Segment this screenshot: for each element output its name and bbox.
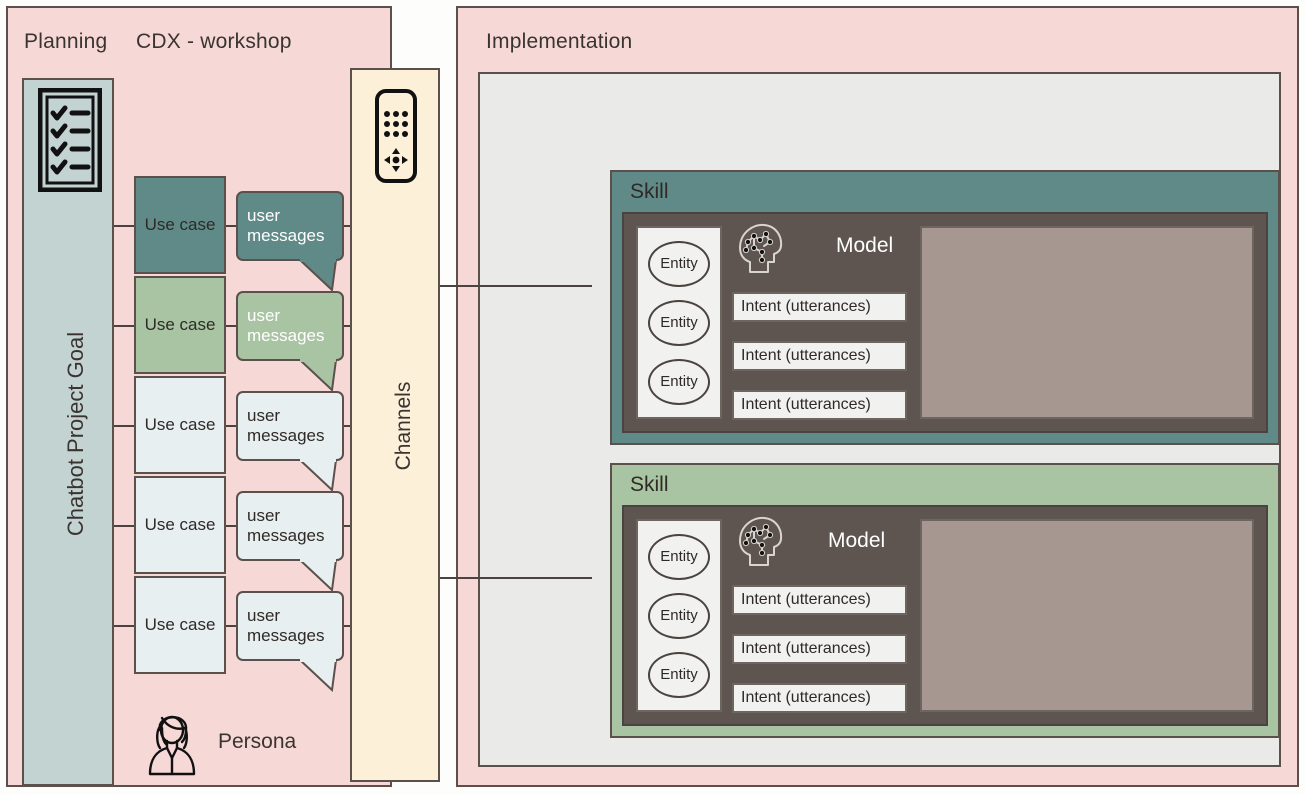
bubble-tail-2 [297, 358, 338, 393]
channels-label: Channels [392, 381, 415, 471]
ai-head-icon [732, 222, 786, 284]
dialog-flow-pane-2[interactable] [920, 519, 1254, 712]
remote-control-icon [374, 88, 418, 184]
bubble-tail-3 [297, 458, 338, 493]
entity-chip[interactable]: Entity [648, 358, 710, 405]
planning-panel: Planning CDX - workshop [6, 6, 392, 787]
use-case-label: Use case [144, 615, 216, 634]
skill-card-2[interactable]: Skill Entity Entity Entity [610, 463, 1280, 738]
intent-row[interactable]: Intent (utterances) [732, 341, 907, 371]
bubble-line-2: messages [247, 626, 325, 645]
user-messages-bubble-3[interactable]: user messages [236, 391, 344, 461]
connector-goal-usecase-4 [114, 525, 134, 527]
intent-row[interactable]: Intent (utterances) [732, 390, 907, 420]
use-case-2[interactable]: Use case [134, 276, 226, 374]
bubble-line-1: user [247, 506, 281, 526]
connector-goal-usecase-2 [114, 325, 134, 327]
chatbot-project-goal-column: Chatbot Project Goal [22, 78, 114, 786]
user-messages-bubble-5[interactable]: user messages [236, 591, 344, 661]
dialog-flow-pane-1[interactable] [920, 226, 1254, 419]
connector-goal-usecase-5 [114, 625, 134, 627]
workshop-title: CDX - workshop [136, 30, 292, 53]
goal-label: Chatbot Project Goal [63, 331, 88, 537]
skill-title: Skill [630, 473, 669, 496]
bubble-line-1: user [247, 206, 281, 226]
checklist-icon [37, 87, 103, 193]
intent-row[interactable]: Intent (utterances) [732, 292, 907, 322]
bubble-line-1: user [247, 306, 281, 326]
connector-usecase-bubble-1 [226, 225, 242, 227]
planning-title: Planning [24, 30, 108, 53]
implementation-inner-area: Skill Entity Entity Entity [478, 72, 1281, 767]
use-case-label: Use case [144, 315, 216, 334]
entity-column-1: Entity Entity Entity [636, 226, 722, 419]
model-label: Model [836, 234, 894, 257]
skill-title: Skill [630, 180, 669, 203]
channels-column[interactable]: Channels [350, 68, 440, 782]
use-case-1[interactable]: Use case [134, 176, 226, 274]
persona-icon [142, 708, 202, 780]
connector-usecase-bubble-2 [226, 325, 242, 327]
user-messages-bubble-1[interactable]: user messages [236, 191, 344, 261]
model-container-2: Entity Entity Entity [622, 505, 1268, 726]
use-case-label: Use case [144, 215, 216, 234]
connector-usecase-bubble-5 [226, 625, 242, 627]
bubble-line-2: messages [247, 426, 325, 445]
entity-chip[interactable]: Entity [648, 299, 710, 346]
use-case-label: Use case [144, 515, 216, 534]
model-label: Model [828, 529, 886, 552]
user-messages-bubble-4[interactable]: user messages [236, 491, 344, 561]
use-case-3[interactable]: Use case [134, 376, 226, 474]
user-messages-bubble-2[interactable]: user messages [236, 291, 344, 361]
bubble-tail-5 [297, 658, 338, 693]
bubble-line-2: messages [247, 526, 325, 545]
use-case-5[interactable]: Use case [134, 576, 226, 674]
model-container-1: Entity Entity Entity [622, 212, 1268, 433]
implementation-panel: Implementation Skill Entity Entity Entit… [456, 6, 1299, 787]
bubble-tail-4 [297, 558, 338, 593]
bubble-line-1: user [247, 606, 281, 626]
bubble-line-2: messages [247, 326, 325, 345]
bubble-line-2: messages [247, 226, 325, 245]
connector-channels-skill-2 [440, 577, 592, 579]
implementation-title: Implementation [486, 30, 633, 53]
entity-column-2: Entity Entity Entity [636, 519, 722, 712]
connector-usecase-bubble-3 [226, 425, 242, 427]
ai-head-icon [732, 515, 786, 577]
entity-chip[interactable]: Entity [648, 533, 710, 580]
intent-row[interactable]: Intent (utterances) [732, 683, 907, 713]
connector-channels-skill-1 [440, 285, 592, 287]
entity-chip[interactable]: Entity [648, 240, 710, 287]
connector-goal-usecase-1 [114, 225, 134, 227]
intent-row[interactable]: Intent (utterances) [732, 634, 907, 664]
bubble-tail-1 [297, 258, 338, 293]
entity-chip[interactable]: Entity [648, 592, 710, 639]
use-case-4[interactable]: Use case [134, 476, 226, 574]
connector-goal-usecase-3 [114, 425, 134, 427]
persona-label: Persona [218, 730, 297, 753]
bubble-line-1: user [247, 406, 281, 426]
use-case-label: Use case [144, 415, 216, 434]
skill-card-1[interactable]: Skill Entity Entity Entity [610, 170, 1280, 445]
intent-row[interactable]: Intent (utterances) [732, 585, 907, 615]
entity-chip[interactable]: Entity [648, 651, 710, 698]
connector-usecase-bubble-4 [226, 525, 242, 527]
